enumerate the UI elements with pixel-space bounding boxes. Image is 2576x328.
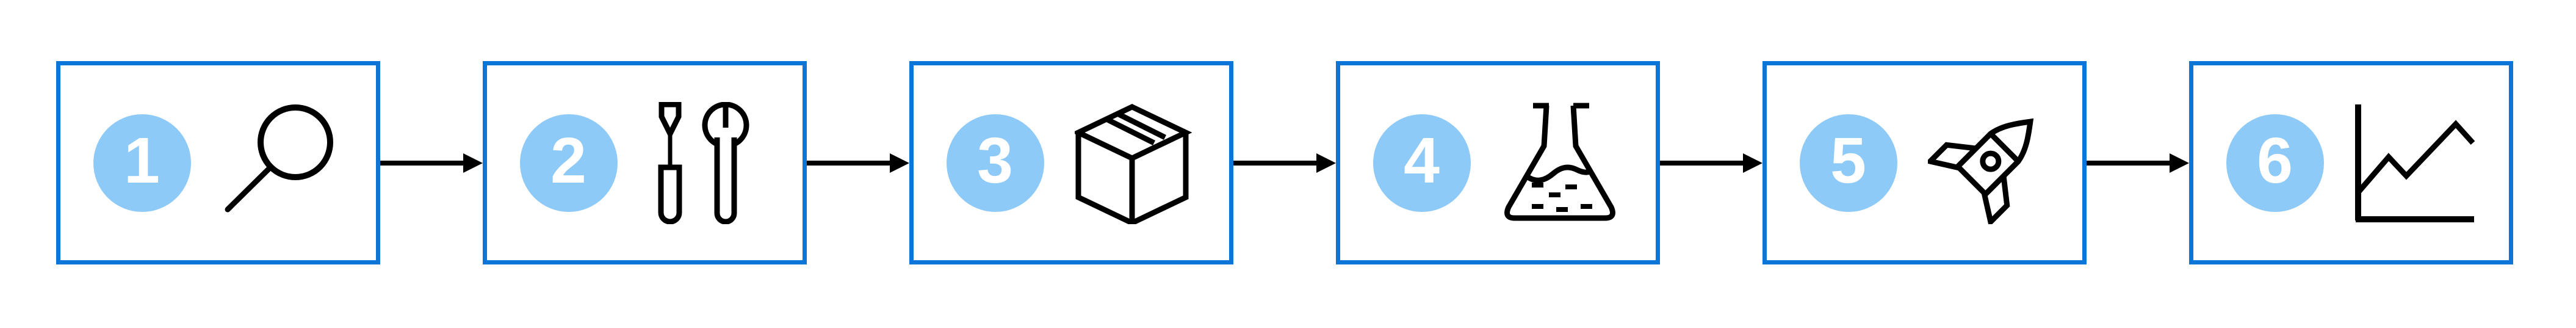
flow-arrow: [807, 61, 909, 264]
flow-arrow: [380, 61, 483, 264]
step-number-badge: 6: [2226, 114, 2324, 212]
step-number-badge: 5: [1799, 114, 1897, 212]
step-box-2: 2: [483, 61, 807, 264]
package-icon: [1074, 102, 1197, 224]
magnifier-icon: [222, 102, 344, 224]
flow-arrow: [1660, 61, 1762, 264]
line-chart-icon: [2354, 102, 2477, 224]
rocket-icon: [1927, 102, 2050, 224]
step-box-4: 4: [1336, 61, 1660, 264]
step-number-badge: 2: [519, 114, 618, 212]
step-box-6: 6: [2189, 61, 2513, 264]
step-number-badge: 4: [1373, 114, 1471, 212]
step-number-badge: 1: [93, 114, 191, 212]
flow-arrow: [1233, 61, 1336, 264]
flask-icon: [1501, 102, 1623, 224]
step-number-badge: 3: [946, 114, 1044, 212]
flow-arrow: [2087, 61, 2189, 264]
step-box-1: 1: [56, 61, 380, 264]
step-box-5: 5: [1762, 61, 2087, 264]
screwdriver-wrench-icon: [648, 101, 770, 224]
step-box-3: 3: [909, 61, 1233, 264]
flow-row: 1 2: [56, 61, 2513, 264]
